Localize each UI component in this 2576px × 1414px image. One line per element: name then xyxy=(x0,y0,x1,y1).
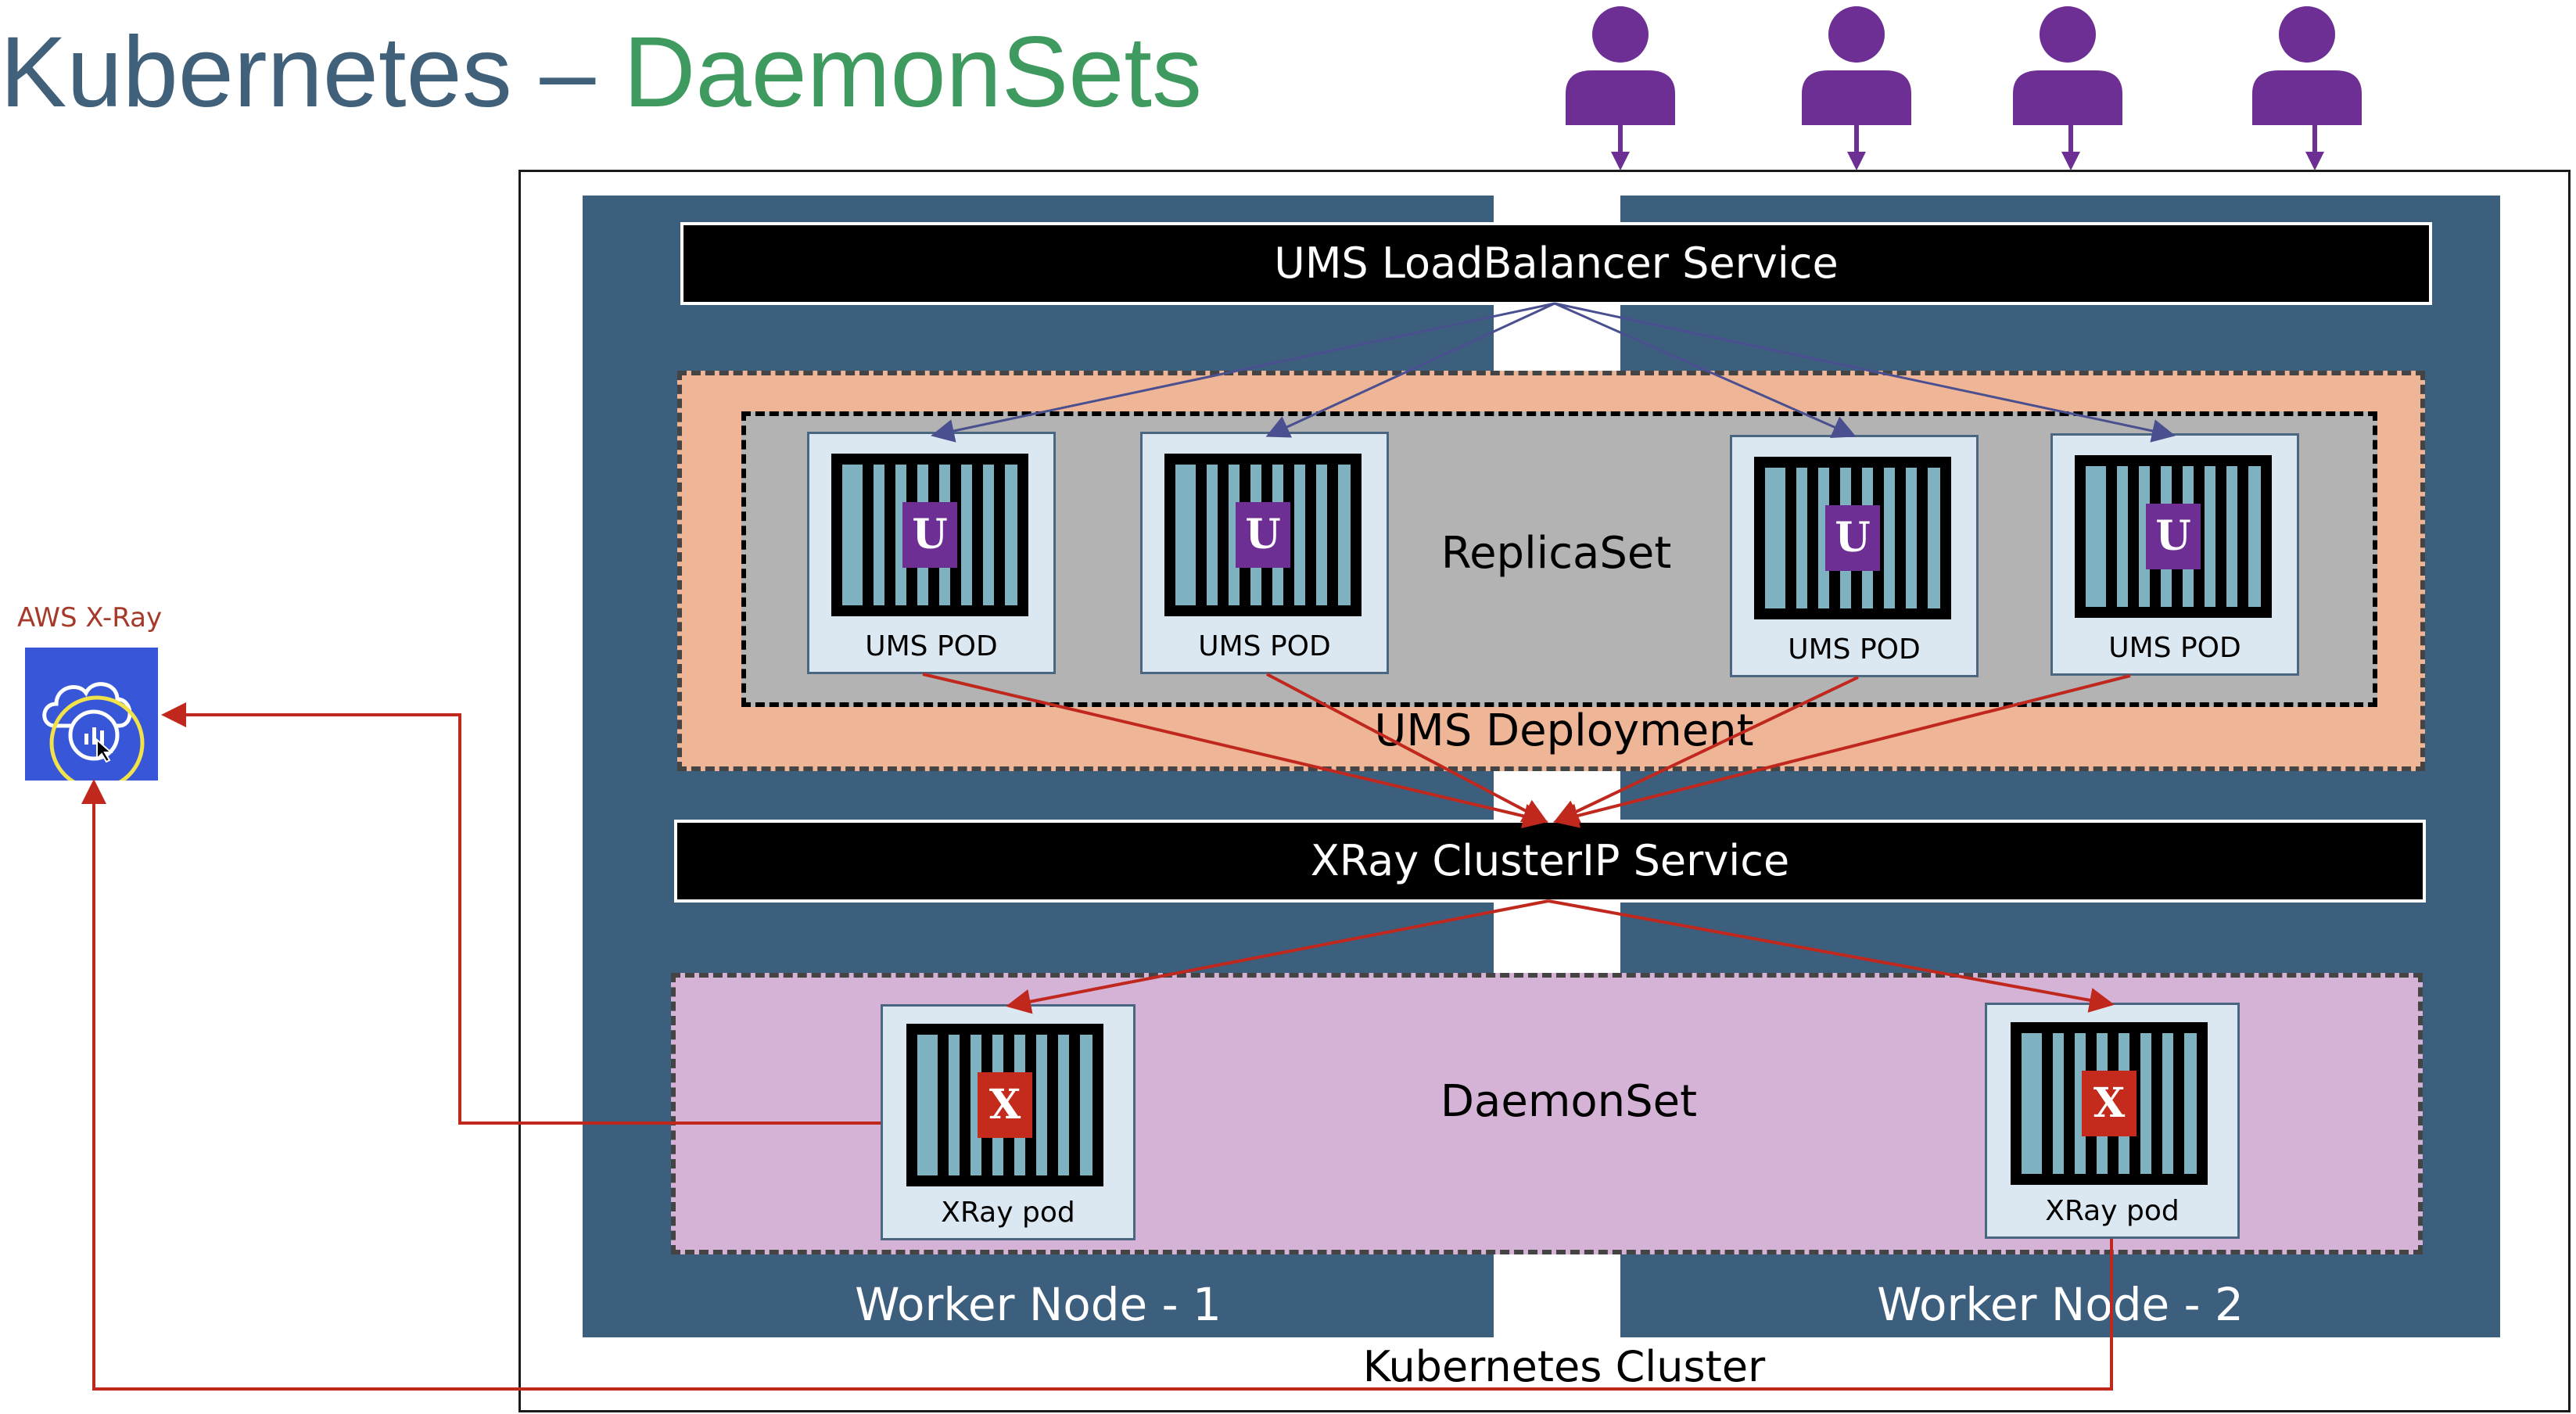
lb-to-pod-2-line xyxy=(1265,302,1555,438)
ums-pod-3: U UMS POD xyxy=(1730,435,1979,677)
ums-pod-2: U UMS POD xyxy=(1140,432,1389,674)
pod-4-to-clusterip-line xyxy=(1553,674,2131,828)
clusterip-to-xray-1-line xyxy=(1006,899,1549,1014)
ums-deployment-label: UMS Deployment xyxy=(1374,705,1754,756)
ums-pod-label: UMS POD xyxy=(1788,633,1921,666)
container-icon: U xyxy=(831,454,1028,616)
user-icon xyxy=(1802,6,1911,170)
title-kubernetes: Kubernetes – xyxy=(0,16,623,128)
ums-badge-icon: U xyxy=(902,502,957,568)
lb-to-pod-1-line xyxy=(931,302,1555,443)
xray-badge-icon: X xyxy=(978,1072,1032,1138)
lb-to-pod-4-line xyxy=(1554,302,2176,443)
daemonset-label: DaemonSet xyxy=(1440,1076,1698,1127)
ums-pod-label: UMS POD xyxy=(2108,632,2241,664)
xray-pod-label: XRay pod xyxy=(2045,1195,2180,1227)
xray-pod-label: XRay pod xyxy=(941,1197,1075,1229)
container-icon: X xyxy=(906,1024,1103,1186)
user-icon xyxy=(2013,6,2122,170)
ums-badge-icon: U xyxy=(2146,504,2201,569)
ums-badge-icon: U xyxy=(1825,505,1880,571)
xray-cloud-icon xyxy=(25,648,158,791)
xray-2-to-aws-line xyxy=(81,779,2113,1391)
xray-pod-2: X XRay pod xyxy=(1985,1003,2240,1239)
worker-node-1-label: Worker Node - 1 xyxy=(855,1278,1222,1331)
ums-pod-label: UMS POD xyxy=(865,630,998,662)
user-icon xyxy=(2252,6,2362,170)
aws-xray-label: AWS X-Ray xyxy=(17,602,163,633)
worker-node-2-label: Worker Node - 2 xyxy=(1877,1278,2244,1331)
pod-1-to-clusterip-line xyxy=(922,673,1548,829)
xray-1-to-aws-line xyxy=(161,702,881,1125)
kubernetes-cluster-label: Kubernetes Cluster xyxy=(1362,1342,1766,1391)
clusterip-to-xray-2-line xyxy=(1548,899,2115,1013)
lb-to-pod-3-line xyxy=(1554,302,1857,439)
container-icon: X xyxy=(2011,1022,2208,1185)
title-daemonsets: DaemonSets xyxy=(623,16,1202,128)
user-icon xyxy=(1566,6,1675,170)
container-icon: U xyxy=(2075,455,2272,618)
container-icon: U xyxy=(1164,454,1362,616)
page-title: Kubernetes – DaemonSets xyxy=(0,14,1202,131)
pod-3-to-clusterip-line xyxy=(1553,676,1859,824)
xray-pod-1: X XRay pod xyxy=(881,1004,1136,1240)
replicaset-label: ReplicaSet xyxy=(1440,528,1672,579)
xray-badge-icon: X xyxy=(2082,1071,2137,1136)
loadbalancer-service: UMS LoadBalancer Service xyxy=(680,222,2432,305)
ums-badge-icon: U xyxy=(1236,502,1290,568)
container-icon: U xyxy=(1754,457,1951,619)
pod-2-to-clusterip-line xyxy=(1266,673,1548,823)
ums-pod-label: UMS POD xyxy=(1198,630,1331,662)
